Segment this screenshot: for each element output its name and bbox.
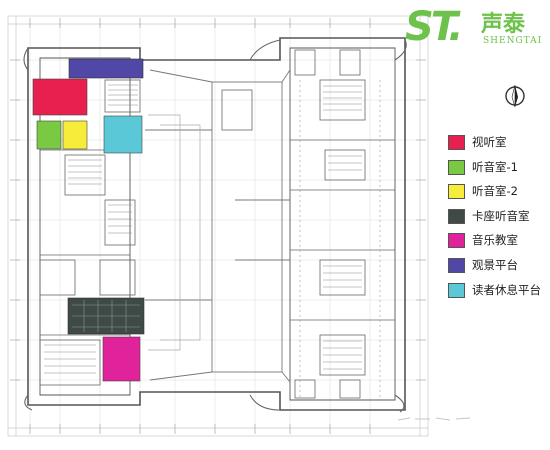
logo-name-en: SHENGTAI	[483, 36, 543, 46]
legend-swatch	[448, 135, 465, 150]
legend-swatch	[448, 184, 465, 200]
room-music-classroom	[102, 336, 141, 382]
legend-swatch	[448, 208, 465, 224]
legend-item: 卡座听音室	[448, 208, 548, 225]
room-listening-1	[36, 120, 62, 150]
legend-item: 观景平台	[448, 257, 548, 274]
legend-label: 卡座听音室	[472, 208, 530, 223]
legend-swatch	[448, 257, 465, 273]
compass-north-icon	[505, 84, 525, 108]
shengtai-logo: ST. 声泰 SHENGTAI	[405, 4, 547, 50]
legend-label: 听音室-2	[472, 184, 518, 199]
room-listening-2	[62, 120, 88, 150]
legend-item: 读者休息平台	[448, 282, 548, 299]
legend: 视听室听音室-1 听音室-2 卡座听音室音乐教室观景平台读者休息平台	[448, 134, 548, 306]
room-av-room	[32, 78, 88, 116]
legend-item: 听音室-2	[448, 183, 548, 200]
legend-item: 音乐教室	[448, 232, 548, 249]
logo-name-cn: 声泰	[481, 12, 526, 37]
legend-swatch	[448, 233, 465, 249]
area-viewing-platform	[68, 58, 144, 79]
legend-label: 听音室-1	[472, 159, 518, 174]
legend-swatch	[448, 282, 465, 298]
legend-swatch	[448, 159, 465, 175]
logo-mark: ST.	[405, 4, 463, 50]
legend-label: 观景平台	[472, 257, 518, 272]
legend-label: 视听室	[472, 135, 507, 149]
legend-label: 音乐教室	[472, 233, 518, 248]
legend-item: 视听室	[448, 134, 548, 151]
legend-label: 读者休息平台	[472, 282, 541, 297]
legend-item: 听音室-1	[448, 159, 548, 176]
area-reader-rest-platform	[103, 115, 143, 154]
